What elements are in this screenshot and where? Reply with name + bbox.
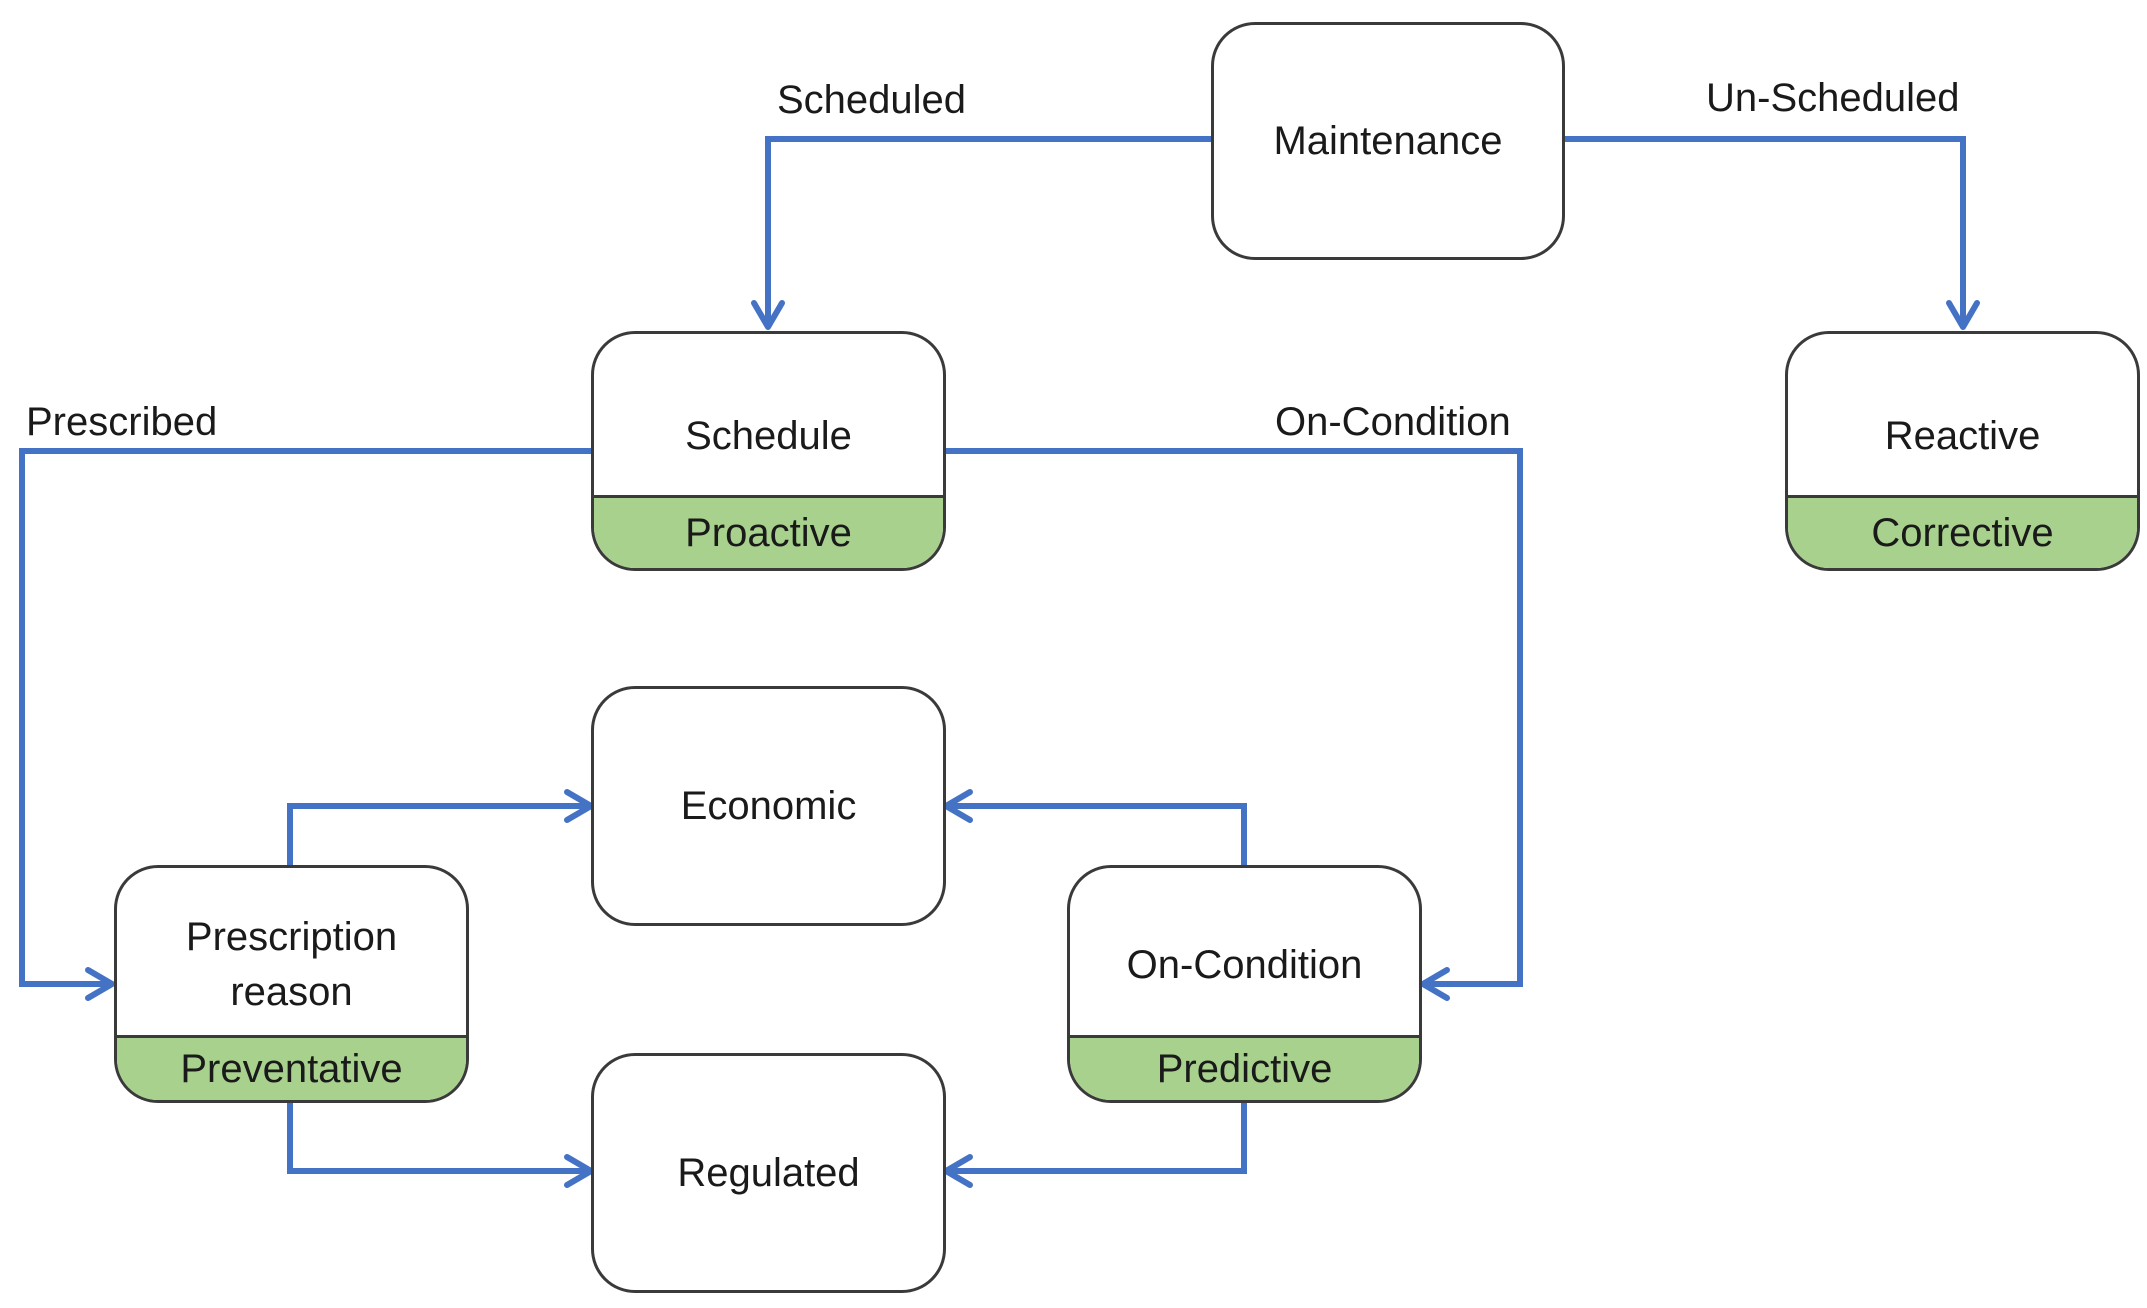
- node-regulated-title: Regulated: [677, 1150, 860, 1195]
- connector-prescribed: [19, 448, 593, 987]
- node-prescription-reason: Prescription reason Preventative: [114, 865, 469, 1103]
- band-corrective: Corrective: [1788, 495, 2137, 568]
- connector-un-scheduled: [1565, 136, 1966, 325]
- band-predictive: Predictive: [1070, 1035, 1419, 1100]
- connector-prescription-to-regulated: [287, 1101, 589, 1174]
- node-maintenance: Maintenance: [1211, 22, 1565, 260]
- connector-on-condition: [944, 448, 1523, 987]
- node-reactive: Reactive Corrective: [1785, 331, 2140, 571]
- connector-scheduled: [765, 136, 1211, 325]
- node-prescription-title-line2: reason: [230, 970, 353, 1014]
- node-maintenance-title: Maintenance: [1273, 118, 1503, 163]
- node-on-condition: On-Condition Predictive: [1067, 865, 1422, 1103]
- band-preventative: Preventative: [117, 1035, 466, 1100]
- arrowhead-on-condition-to-economic: [943, 789, 973, 823]
- arrowhead-to-reactive: [1946, 300, 1980, 330]
- node-economic-title: Economic: [680, 783, 857, 828]
- node-regulated: Regulated: [591, 1053, 946, 1293]
- node-reactive-title: Reactive: [1884, 413, 2041, 458]
- edge-label-scheduled: Scheduled: [777, 78, 967, 122]
- connector-prescription-to-economic: [287, 803, 589, 865]
- node-prescription-title-line1: Prescription: [185, 915, 398, 959]
- edge-label-on-condition: On-Condition: [1275, 400, 1511, 444]
- arrowhead-on-condition-to-regulated: [943, 1154, 973, 1188]
- arrowhead-to-on-condition: [1420, 967, 1450, 1001]
- connector-on-condition-to-economic: [948, 803, 1247, 865]
- arrowhead-to-prescription: [85, 967, 115, 1001]
- arrowhead-to-schedule: [751, 300, 785, 330]
- edge-label-un-scheduled: Un-Scheduled: [1706, 76, 1960, 120]
- node-schedule-title: Schedule: [685, 413, 852, 458]
- edge-label-prescribed: Prescribed: [26, 400, 218, 444]
- band-proactive: Proactive: [594, 495, 943, 568]
- node-on-condition-title: On-Condition: [1126, 942, 1363, 987]
- node-economic: Economic: [591, 686, 946, 926]
- connector-on-condition-to-regulated: [948, 1101, 1247, 1174]
- node-schedule: Schedule Proactive: [591, 331, 946, 571]
